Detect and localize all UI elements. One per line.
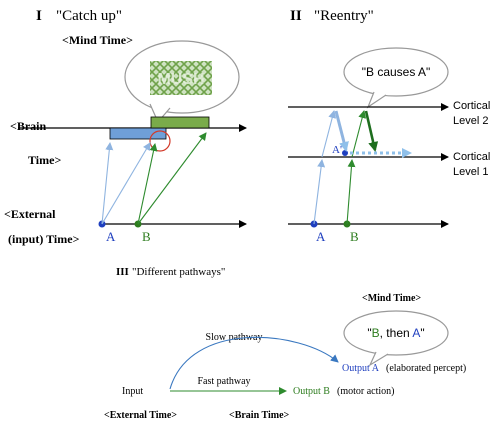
output-a-desc: (elaborated percept) <box>386 363 466 374</box>
mush-text: MUSH <box>157 71 204 88</box>
overlap-red-circle <box>149 130 171 152</box>
percept-a-bar <box>109 127 167 140</box>
panel-1-speech-bubble: MUSH <box>124 40 240 124</box>
output-b-label: Output B <box>293 386 330 397</box>
fast-pathway-label: Fast pathway <box>197 376 250 387</box>
external-label-2: (input) Time> <box>8 232 80 246</box>
reentry-bubble-text: "B causes A" <box>362 65 431 79</box>
event-a-label: A <box>106 229 116 244</box>
panel-1-title: "Catch up" <box>56 8 122 24</box>
slow-pathway-label: Slow pathway <box>206 332 263 343</box>
level1-label-2: Level 1 <box>453 166 488 178</box>
percept-b-bar <box>150 116 210 129</box>
panel-2-title: "Reentry" <box>314 8 374 24</box>
event-b-label: B <box>142 229 151 244</box>
level2-label-2: Level 2 <box>453 115 488 127</box>
panel-1-mind-time-label: <Mind Time> <box>62 33 133 47</box>
slow-pathway-arrow <box>169 336 339 390</box>
output-b-desc: (motor action) <box>337 386 394 397</box>
output-a-label: Output A <box>342 363 380 374</box>
mush-mesh-image <box>150 61 212 95</box>
panel-3-speech-bubble: "B, then A" <box>343 310 449 367</box>
external-label-1: <External <box>4 207 56 221</box>
panel-3-numeral: III <box>116 266 129 278</box>
reentry-arrow-b-level1 <box>346 159 356 225</box>
reentry-event-a-label: A <box>316 229 326 244</box>
panel-3-title: "Different pathways" <box>132 266 225 278</box>
reentry-arrow-a-level1 <box>313 159 326 225</box>
brain-time-label: <Brain Time> <box>229 410 290 421</box>
panel-1-numeral: I <box>36 8 42 24</box>
level2-label-1: Cortical <box>453 100 490 112</box>
external-time-label: <External Time> <box>104 410 177 421</box>
panel-2-speech-bubble: "B causes A" <box>343 47 449 109</box>
arrow-b-to-overlap <box>137 143 158 225</box>
arrow-a-to-bar <box>101 142 114 225</box>
input-label: Input <box>122 386 143 397</box>
panel-3-mind-time-label: <Mind Time> <box>362 293 421 304</box>
panel-2-numeral: II <box>290 8 302 24</box>
a-prime-dot <box>342 150 348 156</box>
a-prime-label: A' <box>332 144 342 156</box>
brain-label: <Brain <box>10 119 47 133</box>
reentry-arrow-a-level2 <box>321 110 337 158</box>
reentry-feedback-a <box>334 110 349 152</box>
level1-label-1: Cortical <box>453 151 490 163</box>
pathways-bubble-text: "B, then A" <box>367 326 424 340</box>
arrow-a-to-overlap <box>101 142 151 225</box>
reentry-arrow-b-level2 <box>351 110 367 158</box>
reentry-feedback-b <box>364 110 379 152</box>
time-label: Time> <box>28 153 61 167</box>
reentry-event-b-label: B <box>350 229 359 244</box>
arrow-b-to-bar <box>137 132 207 225</box>
